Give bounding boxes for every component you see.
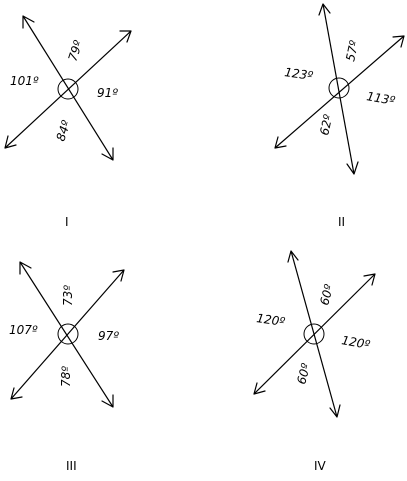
panel-4-roman-label: IV [314,459,327,473]
panel-1-angle-label-bottom: 84º [54,118,74,143]
panel-2-angle-label-bottom: 62º [317,113,335,137]
panel-4-angle-label-right: 120º [340,333,371,352]
panel-4-angle-label-left: 120º [256,311,287,329]
panel-3-line-b [10,269,125,400]
panel-4-angle-label-bottom: 60º [294,362,313,386]
panel-2-angle-label-left: 123º [284,65,315,83]
panel-2-angle-label-right: 113º [365,89,396,108]
panel-3-arrowhead-3 [112,269,125,282]
panel-4-arrowhead-1 [287,250,299,263]
panel-4-line-b [253,273,376,395]
panel-3-arrowhead-2 [101,394,114,408]
panel-3-line-a [19,261,114,408]
panel-4: 120º 60º 120º 60º IV [253,250,376,473]
panel-3-angle-label-left: 107º [9,323,38,337]
panel-2-vertex-circle [328,77,350,99]
panel-3-vertex-circle [57,323,79,345]
panel-2-arrowhead-2 [346,161,359,175]
panel-2-angle-label-top: 57º [343,39,361,63]
panel-4-arrowhead-3 [363,273,376,286]
panel-3-arrowhead-4 [10,387,23,400]
panel-2-arrowhead-4 [274,136,287,149]
panel-1-arrowhead-1 [22,15,35,29]
panel-3: 107º 73º 97º 78º III [9,261,125,473]
panel-1-line-a [22,15,114,161]
panel-1-line-b [4,30,132,149]
panel-1-roman-label: I [65,215,69,229]
panel-1-arrowhead-2 [101,147,114,161]
panel-2-line-a [322,3,355,175]
panel-3-angle-label-bottom: 78º [59,366,73,387]
panel-1-vertex-circle [57,78,79,100]
panel-1-arrowhead-4 [4,135,17,149]
panel-3-roman-label: III [66,459,77,473]
panel-2-line-b [274,35,405,149]
panel-1-angle-label-right: 91º [97,86,118,100]
panel-4-vertex-circle [303,323,325,345]
panel-4-arrowhead-2 [329,404,341,418]
panel-1-angle-label-left: 101º [10,74,39,88]
panel-2: 123º 57º 113º 62º II [274,3,405,229]
panel-1: 101º 79º 91º 84º I [4,15,132,229]
panel-1-angle-label-top: 79º [66,38,86,63]
panel-4-angle-label-top: 60º [317,283,336,307]
panel-2-roman-label: II [338,215,345,229]
panel-4-arrowhead-4 [253,382,266,395]
panel-1-arrowhead-3 [119,30,132,43]
panel-3-angle-label-top: 73º [61,285,75,306]
panel-2-arrowhead-1 [318,3,331,16]
panel-2-arrowhead-3 [392,35,405,48]
panel-3-angle-label-right: 97º [98,329,119,343]
panel-3-arrowhead-1 [19,261,32,275]
